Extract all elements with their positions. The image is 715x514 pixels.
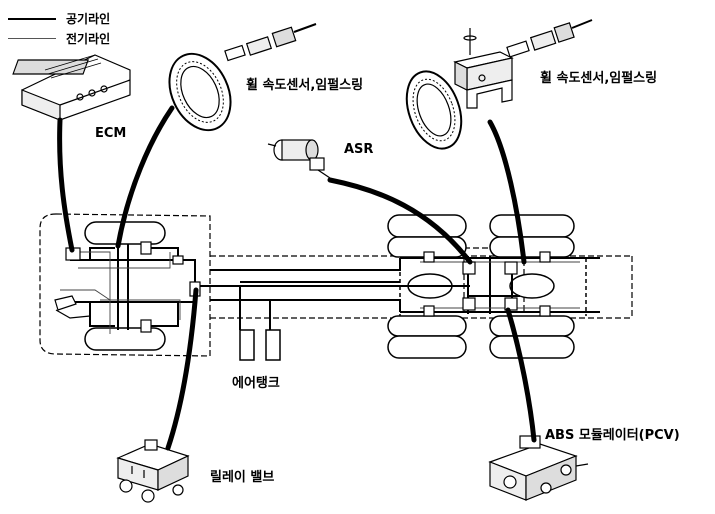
leader-lines <box>57 105 537 451</box>
abs-modulator <box>488 435 589 501</box>
abs-modulator-label: ABS 모듈레이터(PCV) <box>545 428 680 443</box>
front-axle-outline <box>39 213 211 357</box>
legend-electric-label: 전기라인 <box>66 32 111 46</box>
rear-tires <box>387 214 587 359</box>
legend-electric-line: 전기라인 <box>8 30 110 47</box>
axle-components <box>65 241 551 333</box>
relay-valve <box>116 439 190 503</box>
rear-wheel-sensor-label: 휠 속도센서,임펄스링 <box>540 71 658 86</box>
rear-sensor-bracket <box>453 28 514 109</box>
electric-lines <box>60 251 580 334</box>
front-brake-chamber-left <box>54 295 91 319</box>
ecm-unit <box>12 54 131 121</box>
asr-valve <box>267 139 331 179</box>
front-wheel-sensor-label: 휠 속도센서,임펄스링 <box>246 78 364 93</box>
relay-valve-label: 릴레이 밸브 <box>210 470 275 485</box>
legend-air-label: 공기라인 <box>66 12 111 26</box>
legend-electric-swatch <box>8 38 56 39</box>
front-wheel-speed-sensor <box>224 23 317 62</box>
air-tanks <box>239 329 281 361</box>
asr-label: ASR <box>344 142 374 157</box>
air-tank-label: 에어탱크 <box>232 376 280 391</box>
front-impulse-ring <box>168 52 232 132</box>
legend-air-swatch <box>8 17 56 20</box>
rear-impulse-ring <box>405 70 463 150</box>
ecm-label: ECM <box>95 126 127 141</box>
legend-air-line: 공기라인 <box>8 10 110 27</box>
front-tires <box>84 221 166 351</box>
rear-wheel-speed-sensor <box>506 19 593 58</box>
